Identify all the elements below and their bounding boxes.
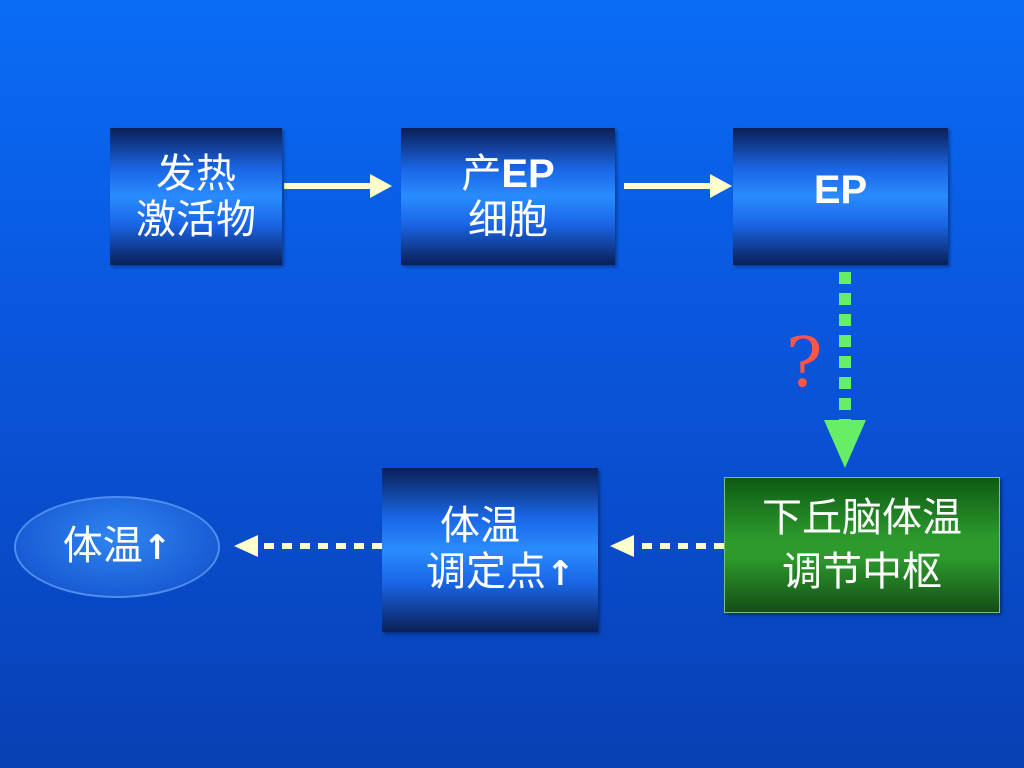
arrow-fever-to-producing [284, 174, 392, 198]
fever-activator-line2: 激活物 [136, 196, 256, 243]
set-point-label: 调定点 [426, 549, 546, 595]
question-mark: ? [786, 324, 823, 403]
producing-prefix: 产 [461, 150, 502, 197]
ep-box: EP [733, 128, 948, 265]
up-arrow-icon: ↑ [546, 554, 575, 594]
body-temp-label: 体温 [62, 523, 143, 569]
up-arrow-icon: ↑ [142, 528, 172, 568]
ep-label: EP [813, 167, 868, 212]
set-point-box: 体温 调定点↑ [382, 468, 598, 632]
hypothalamus-center-box: 下丘脑体温 调节中枢 [724, 477, 1000, 613]
ep-producing-cells-box: 产EP 细胞 [401, 128, 615, 265]
set-point-line2: 调定点↑ [426, 549, 575, 597]
producing-cells-line1: 产EP [461, 151, 554, 197]
producing-cells-line2: 细胞 [468, 196, 548, 243]
set-point-line1: 体温 [440, 503, 520, 549]
dotted-arrow-ep-to-hypothalamus [824, 272, 866, 468]
fever-activator-line1: 发热 [156, 150, 236, 197]
producing-ep-label: EP [501, 151, 555, 196]
hypothalamus-line2: 调节中枢 [782, 549, 942, 595]
dotted-arrow-setpoint-to-bodytemp [234, 535, 382, 557]
body-temp-line: 体温↑ [63, 523, 172, 571]
arrow-producing-to-ep [624, 174, 732, 198]
body-temperature-ellipse: 体温↑ [14, 496, 220, 598]
hypothalamus-line1: 下丘脑体温 [762, 495, 962, 541]
dotted-arrow-hypothalamus-to-setpoint [610, 535, 724, 557]
fever-activator-box: 发热 激活物 [110, 128, 282, 265]
